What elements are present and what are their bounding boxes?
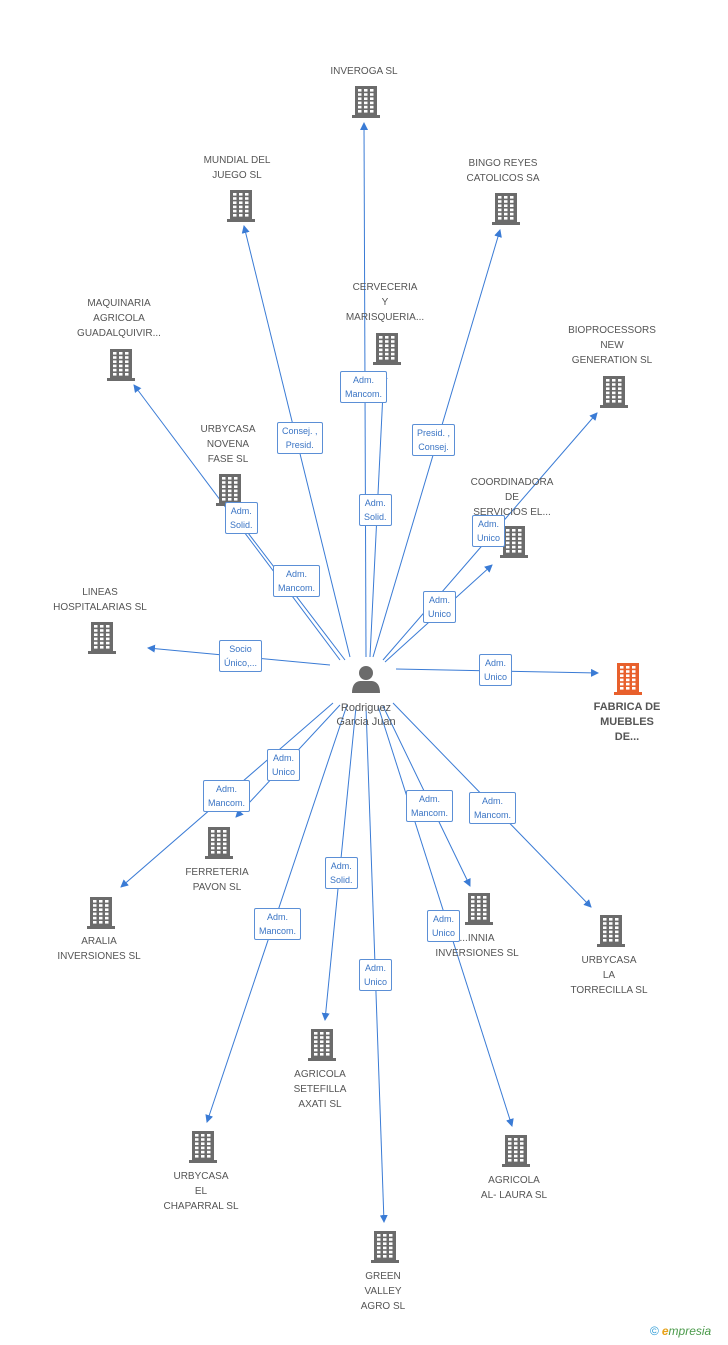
company-label-urbycasa_torrecilla[interactable]: URBYCASA LA TORRECILLA SL: [570, 955, 648, 996]
edge-label-ferreteria[interactable]: Adm. Unico: [267, 749, 301, 781]
edge-label-lineas[interactable]: Socio Único,...: [219, 640, 263, 672]
building-icon[interactable]: [599, 374, 629, 408]
edge-label-aralia[interactable]: Adm. Mancom.: [203, 780, 251, 812]
building-icon[interactable]: [613, 661, 643, 695]
company-label-fabrica[interactable]: FABRICA DE MUEBLES DE...: [593, 701, 661, 743]
building-icon[interactable]: [370, 1229, 400, 1263]
company-label-urbycasa_novena[interactable]: URBYCASA NOVENA FASE SL: [200, 424, 256, 465]
building-icon[interactable]: [596, 913, 626, 947]
company-label-mundial[interactable]: MUNDIAL DEL JUEGO SL: [203, 155, 271, 181]
company-label-ferreteria[interactable]: FERRETERIA PAVON SL: [185, 867, 249, 893]
edge-label-greenvalley[interactable]: Adm. Unico: [359, 959, 393, 991]
edge-label-chaparral[interactable]: Adm. Mancom.: [254, 908, 302, 940]
person-icon[interactable]: [352, 666, 380, 693]
center-person-label[interactable]: Rodriguez Garcia Juan: [336, 702, 396, 728]
building-icon[interactable]: [86, 895, 116, 929]
edge-label-cerveceria[interactable]: Adm. Solid.: [359, 494, 392, 526]
edge-label-setefilla[interactable]: Adm. Solid.: [325, 857, 358, 889]
edge-label-innia[interactable]: Adm. Mancom.: [406, 790, 454, 822]
building-icon[interactable]: [204, 825, 234, 859]
edge-label-urbycasa_novena[interactable]: Adm. Mancom.: [273, 565, 321, 597]
edge-label-bingo[interactable]: Presid. , Consej.: [412, 424, 456, 456]
company-label-greenvalley[interactable]: GREEN VALLEY AGRO SL: [360, 1271, 406, 1312]
edge-label-inveroga[interactable]: Adm. Mancom.: [340, 371, 388, 403]
building-icon[interactable]: [226, 188, 256, 222]
company-label-cerveceria[interactable]: CERVECERIA Y MARISQUERIA...: [345, 282, 425, 323]
edge-label-fabrica[interactable]: Adm. Unico: [479, 654, 513, 686]
company-label-setefilla[interactable]: AGRICOLA SETEFILLA AXATI SL: [293, 1069, 347, 1110]
company-label-innia[interactable]: ...INNIA INVERSIONES SL: [435, 933, 519, 959]
building-icon[interactable]: [491, 191, 521, 225]
building-icon[interactable]: [464, 891, 494, 925]
edge-label-maquinaria[interactable]: Adm. Solid.: [225, 502, 258, 534]
company-label-bioprocessors[interactable]: BIOPROCESSORS NEW GENERATION SL: [568, 325, 656, 366]
edge-label-urbycasa_torrecilla[interactable]: Adm. Mancom.: [469, 792, 517, 824]
company-label-coordinadora[interactable]: COORDINADORA DE SERVICIOS EL...: [470, 477, 554, 518]
company-label-bingo[interactable]: BINGO REYES CATOLICOS SA: [466, 158, 540, 184]
edge-label-bioprocessors[interactable]: Adm. Unico: [472, 515, 506, 547]
building-icon[interactable]: [372, 331, 402, 365]
company-label-alaura[interactable]: AGRICOLA AL- LAURA SL: [480, 1175, 548, 1201]
edge-label-alaura[interactable]: Adm. Unico: [427, 910, 461, 942]
building-icon[interactable]: [87, 620, 117, 654]
edge-label-mundial[interactable]: Consej. , Presid.: [277, 422, 323, 454]
copyright-symbol: ©: [650, 1324, 659, 1338]
company-label-aralia[interactable]: ARALIA INVERSIONES SL: [57, 936, 141, 962]
edge-label-coordinadora[interactable]: Adm. Unico: [423, 591, 457, 623]
building-icon[interactable]: [106, 347, 136, 381]
building-icon[interactable]: [215, 472, 245, 506]
company-label-maquinaria[interactable]: MAQUINARIA AGRICOLA GUADALQUIVIR...: [77, 298, 161, 339]
brand-rest: mpresia: [668, 1324, 712, 1338]
company-label-lineas[interactable]: LINEAS HOSPITALARIAS SL: [53, 587, 147, 613]
brand-first-letter: e: [661, 1324, 669, 1338]
company-label-inveroga[interactable]: INVEROGA SL: [330, 66, 398, 77]
building-icon[interactable]: [307, 1027, 337, 1061]
building-icon[interactable]: [501, 1133, 531, 1167]
building-icon[interactable]: [351, 84, 381, 118]
building-icon[interactable]: [188, 1129, 218, 1163]
building-icon[interactable]: [499, 524, 529, 558]
brand-logo: ©empresia: [650, 1324, 711, 1338]
company-label-chaparral[interactable]: URBYCASA EL CHAPARRAL SL: [163, 1171, 239, 1212]
